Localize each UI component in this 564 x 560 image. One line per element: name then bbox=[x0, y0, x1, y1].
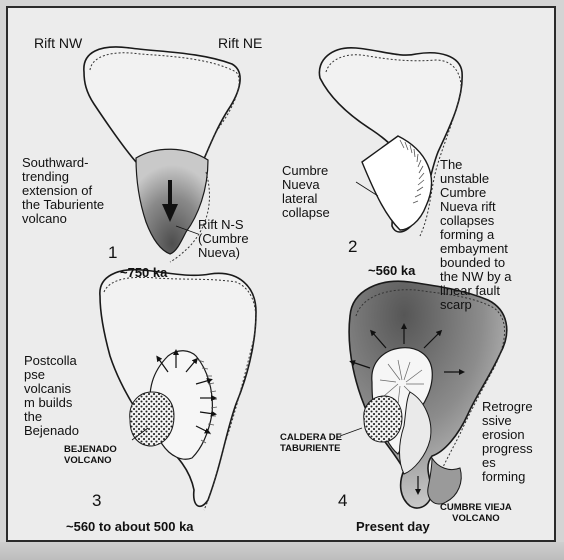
panel-1-age: ~750 ka bbox=[120, 266, 167, 280]
panel-4-erosion-note: Retrogre ssive erosion progress es formi… bbox=[482, 400, 533, 484]
panel-4-cumbre-vieja-label: CUMBRE VIEJA VOLCANO bbox=[440, 502, 512, 524]
panel-3-number: 3 bbox=[92, 494, 101, 508]
panel-1-extension-note: Southward- trending extension of the Tab… bbox=[22, 156, 104, 226]
panel-1-number: 1 bbox=[108, 246, 117, 260]
panel-2-number: 2 bbox=[348, 240, 357, 254]
panel-4-number: 4 bbox=[338, 494, 347, 508]
panel-3-volcanism-note: Postcolla pse volcanis m builds the Beje… bbox=[24, 354, 79, 438]
panel-3-volcano-label: BEJENADO VOLCANO bbox=[64, 444, 117, 466]
rift-nw-label: Rift NW bbox=[34, 36, 82, 50]
panel-3-age: ~560 to about 500 ka bbox=[66, 520, 194, 534]
panel-2-rift-note: The unstable Cumbre Nueva rift collapses… bbox=[440, 158, 512, 312]
rift-ne-label: Rift NE bbox=[218, 36, 262, 50]
panel-4-age: Present day bbox=[356, 520, 430, 534]
caption-strip bbox=[0, 542, 564, 560]
panel-2-age: ~560 ka bbox=[368, 264, 415, 278]
panel-2-collapse-label: Cumbre Nueva lateral collapse bbox=[282, 164, 330, 220]
panel-1-rift-ns-label: Rift N-S (Cumbre Nueva) bbox=[198, 218, 249, 260]
panel-4-caldera-label: CALDERA DE TABURIENTE bbox=[280, 432, 342, 454]
panel-4-leader-line bbox=[340, 428, 362, 436]
panel-3-bejenado-stippled bbox=[130, 392, 174, 446]
panel-4-bejenado-stippled bbox=[364, 396, 402, 442]
